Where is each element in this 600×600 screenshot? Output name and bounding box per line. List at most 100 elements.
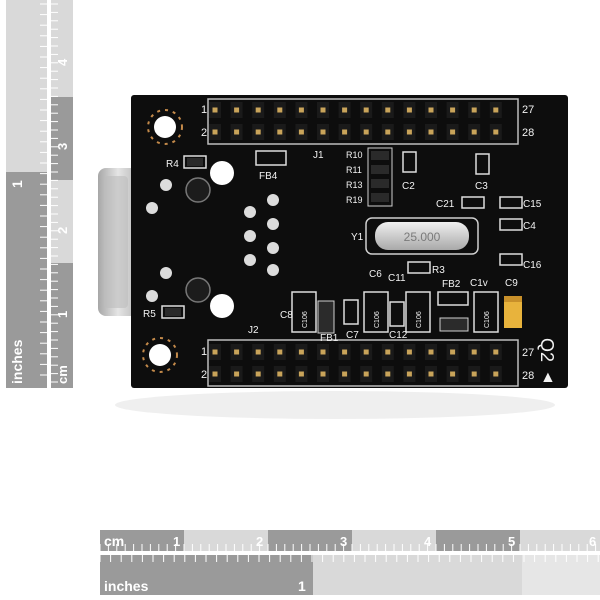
label-c21: C21 — [436, 199, 455, 210]
capacitor-c21 — [461, 196, 485, 209]
header-pin — [234, 349, 240, 355]
header-pin — [385, 107, 391, 113]
header-pin — [406, 129, 412, 135]
header-bottom-outline — [207, 339, 519, 387]
vertical-cm-tick-3: 3 — [55, 143, 70, 150]
mounting-hole-bottom — [142, 337, 178, 373]
header-pin — [450, 349, 456, 355]
header-pin — [471, 371, 477, 377]
horizontal-cm-tick-2: 2 — [256, 534, 263, 549]
vertical-inches-tick-1: 1 — [9, 180, 25, 188]
cap-marking-1: C106 — [302, 311, 309, 328]
header-pin — [450, 129, 456, 135]
header-pin — [298, 371, 304, 377]
header-bottom-pin1-label: 1 — [201, 346, 207, 358]
header-pin — [342, 349, 348, 355]
label-c1v: C1v — [470, 278, 488, 289]
header-pin — [493, 107, 499, 113]
horizontal-cm-tick-3: 3 — [340, 534, 347, 549]
header-pin — [428, 371, 434, 377]
header-pin — [385, 349, 391, 355]
label-c9: C9 — [505, 278, 518, 289]
label-r10: R10 — [346, 150, 363, 160]
header-pin — [363, 107, 369, 113]
capacitor-c4 — [499, 218, 523, 231]
header-bottom-pins — [209, 344, 502, 382]
header-pin — [493, 349, 499, 355]
header-top-pin2-label: 2 — [201, 127, 207, 139]
header-pin — [363, 129, 369, 135]
cap-marking-2: C106 — [374, 311, 381, 328]
vertical-cm-tick-1: 1 — [55, 311, 70, 318]
header-pin — [277, 129, 283, 135]
header-pin — [320, 129, 326, 135]
horizontal-cm-tick-5: 5 — [508, 534, 515, 549]
header-pin — [298, 349, 304, 355]
header-top-pins — [209, 102, 502, 140]
header-pin — [298, 107, 304, 113]
vertical-inches-label: inches — [9, 339, 25, 384]
header-top-name: J1 — [313, 150, 324, 161]
horizontal-ruler-ticks — [99, 544, 599, 562]
label-c7: C7 — [346, 330, 359, 341]
header-pin — [406, 371, 412, 377]
header-pin — [255, 371, 261, 377]
header-pin — [406, 349, 412, 355]
capacitor-c15 — [499, 196, 523, 209]
header-pin — [428, 107, 434, 113]
resistor-r3 — [407, 261, 431, 274]
header-pin — [212, 349, 218, 355]
revision-mark: Q2 — [537, 338, 557, 362]
resistor-r5 — [161, 305, 185, 319]
label-c15: C15 — [523, 199, 542, 210]
crystal-marking: 25.000 — [404, 230, 441, 244]
pcb — [131, 95, 568, 388]
label-fb1: FB1 — [320, 333, 339, 344]
header-pin — [212, 129, 218, 135]
header-bottom-pin2-label: 2 — [201, 369, 207, 381]
resistor-array — [367, 147, 393, 207]
label-fb2: FB2 — [442, 279, 461, 290]
resistor-r4 — [183, 155, 207, 169]
header-top-pin1-label: 1 — [201, 104, 207, 116]
ferrite-fb4 — [255, 150, 287, 166]
header-pin — [450, 371, 456, 377]
header-pin — [363, 349, 369, 355]
vertical-cm-tick-4: 4 — [55, 58, 70, 66]
header-pin — [450, 107, 456, 113]
header-pin — [212, 371, 218, 377]
header-pin — [320, 349, 326, 355]
label-r13: R13 — [346, 180, 363, 190]
capacitor-c16 — [499, 253, 523, 266]
header-top-pin27-label: 27 — [522, 104, 534, 116]
pin1-triangle-mark: ▲ — [540, 369, 556, 386]
vertical-ruler: inches 1 cm 1 2 3 4 — [6, 0, 73, 388]
vertical-ruler-ticks — [40, 3, 58, 383]
horizontal-cm-tick-6: 6 — [589, 534, 596, 549]
label-r4: R4 — [166, 159, 179, 170]
header-top-outline — [207, 98, 519, 145]
horizontal-inches-tick-1: 1 — [298, 578, 306, 594]
header-pin — [471, 129, 477, 135]
horizontal-cm-tick-4: 4 — [424, 534, 432, 549]
header-pin — [493, 129, 499, 135]
header-top-pin28-label: 28 — [522, 127, 534, 139]
capacitor-c3 — [475, 153, 490, 175]
header-pin — [320, 107, 326, 113]
header-pin — [212, 107, 218, 113]
cap-marking-3: C106 — [416, 311, 423, 328]
header-pin — [342, 129, 348, 135]
header-pin — [385, 129, 391, 135]
label-c11: C11 — [388, 273, 406, 284]
left-components — [146, 161, 279, 318]
label-r5: R5 — [143, 309, 156, 320]
tantalum-cap — [504, 296, 522, 328]
label-r19: R19 — [346, 195, 363, 205]
label-r3: R3 — [432, 265, 445, 276]
header-pin — [428, 349, 434, 355]
header-pin — [363, 371, 369, 377]
vertical-cm-tick-2: 2 — [55, 227, 70, 234]
header-pin — [471, 107, 477, 113]
horizontal-ruler: cm 1 2 3 4 5 6 inches 1 — [99, 530, 600, 595]
